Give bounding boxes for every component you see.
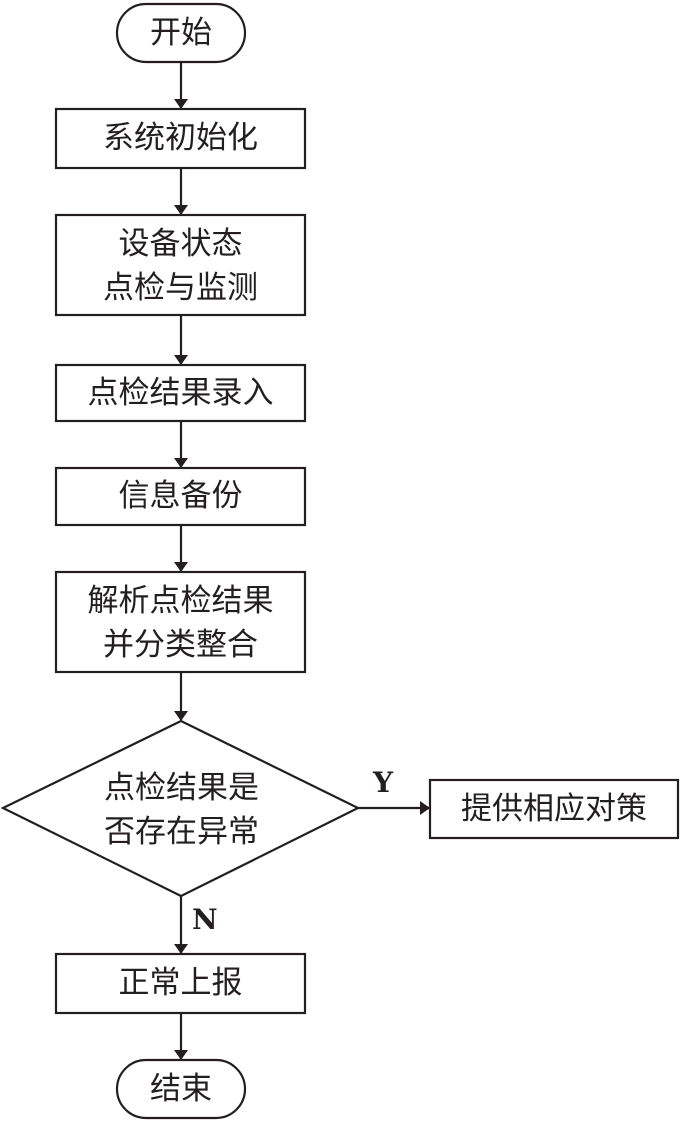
step-record: 点检结果录入 — [56, 371, 305, 415]
step-inspect: 设备状态 点检与监测 — [56, 222, 305, 310]
step-record-line: 点检结果录入 — [87, 375, 274, 411]
yes-action-box-shape — [428, 778, 680, 840]
end-terminal: 结束 — [150, 1071, 212, 1107]
no-action: 正常上报 — [118, 965, 243, 1001]
step-inspect-line-2: 点检与监测 — [103, 270, 258, 306]
end-terminal-shape — [115, 1058, 247, 1120]
step-parse: 解析点检结果 并分类整合 — [56, 579, 305, 667]
decision-line-2: 否存在异常 — [104, 814, 259, 850]
start-terminal: 开始 — [150, 15, 212, 51]
decision-line-1: 点检结果是 — [104, 770, 259, 806]
step-init: 系统初始化 — [56, 116, 305, 160]
no-label: N — [192, 903, 218, 936]
step-init-line: 系统初始化 — [103, 120, 258, 156]
step-inspect-line-1: 设备状态 — [118, 226, 243, 262]
step-parse-line-2: 并分类整合 — [103, 627, 258, 663]
yes-action: 提供相应对策 — [461, 791, 647, 827]
step-backup: 信息备份 — [56, 474, 305, 518]
step-backup-line: 信息备份 — [118, 478, 243, 514]
yes-label: Y — [373, 766, 393, 799]
step-parse-line-1: 解析点检结果 — [87, 583, 274, 619]
decision: 点检结果是 否存在异常 — [40, 766, 323, 854]
